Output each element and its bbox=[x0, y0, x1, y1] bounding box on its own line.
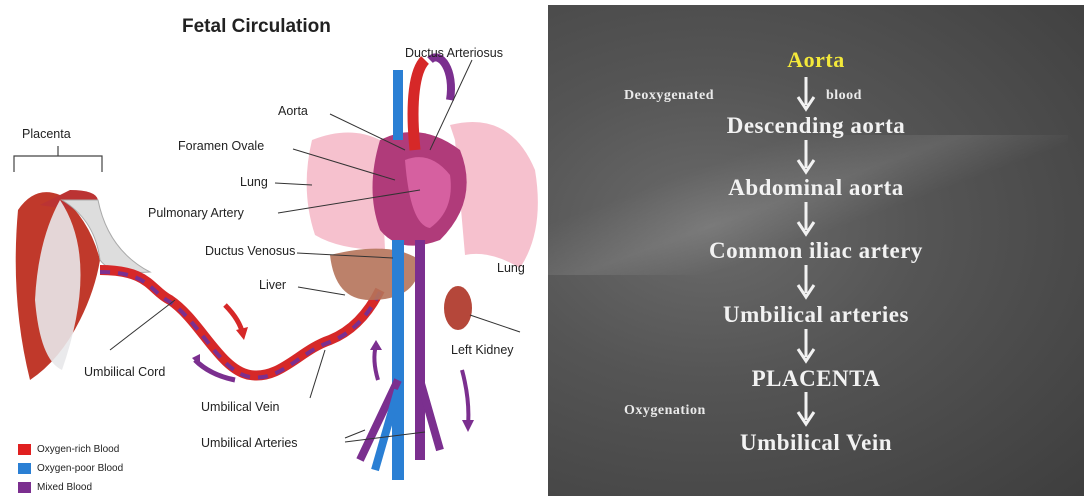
aorta-flow-panel: Aorta Deoxygenated blood Descending aort… bbox=[548, 5, 1084, 496]
step-abdominal-aorta: Abdominal aorta bbox=[548, 175, 1084, 201]
label-ductus-arteriosus: Ductus Arteriosus bbox=[405, 46, 503, 60]
arrow-down-icon bbox=[794, 75, 818, 113]
label-lung-right: Lung bbox=[497, 261, 525, 275]
label-pulmonary-artery: Pulmonary Artery bbox=[148, 206, 244, 220]
label-lung-left: Lung bbox=[240, 175, 268, 189]
note-oxygenation: Oxygenation bbox=[624, 403, 706, 419]
legend-mixed: Mixed Blood bbox=[18, 480, 92, 494]
arrow-down-icon bbox=[794, 138, 818, 176]
diagram-title: Fetal Circulation bbox=[182, 16, 331, 38]
legend-oxygen-rich: Oxygen-rich Blood bbox=[18, 442, 119, 456]
note-blood: blood bbox=[826, 88, 862, 104]
step-common-iliac-artery: Common iliac artery bbox=[548, 238, 1084, 264]
label-umbilical-vein: Umbilical Vein bbox=[201, 400, 280, 414]
legend-swatch-mixed bbox=[18, 482, 31, 493]
legend-swatch-oxygen-rich bbox=[18, 444, 31, 455]
arrow-down-icon bbox=[794, 327, 818, 365]
arrow-down-icon bbox=[794, 390, 818, 428]
arrow-down-icon bbox=[794, 200, 818, 238]
legend-label-oxygen-rich: Oxygen-rich Blood bbox=[37, 444, 119, 455]
arrow-down-icon bbox=[794, 263, 818, 301]
step-umbilical-vein: Umbilical Vein bbox=[548, 430, 1084, 456]
label-umbilical-arteries: Umbilical Arteries bbox=[201, 436, 298, 450]
legend-swatch-oxygen-poor bbox=[18, 463, 31, 474]
label-liver: Liver bbox=[259, 278, 286, 292]
legend-oxygen-poor: Oxygen-poor Blood bbox=[18, 461, 123, 475]
label-ductus-venosus: Ductus Venosus bbox=[205, 244, 295, 258]
label-aorta: Aorta bbox=[278, 104, 308, 118]
step-descending-aorta: Descending aorta bbox=[548, 113, 1084, 139]
label-placenta: Placenta bbox=[22, 127, 71, 141]
legend-label-mixed: Mixed Blood bbox=[37, 482, 92, 493]
label-foramen-ovale: Foramen Ovale bbox=[178, 139, 264, 153]
step-aorta: Aorta bbox=[548, 47, 1084, 73]
step-placenta: PLACENTA bbox=[548, 366, 1084, 392]
label-left-kidney: Left Kidney bbox=[451, 343, 514, 357]
fetal-circulation-diagram: Fetal Circulation Placenta Ductus Arteri… bbox=[0, 0, 548, 501]
legend-label-oxygen-poor: Oxygen-poor Blood bbox=[37, 463, 123, 474]
note-deoxygenated: Deoxygenated bbox=[624, 88, 714, 104]
label-umbilical-cord: Umbilical Cord bbox=[84, 365, 165, 379]
step-umbilical-arteries: Umbilical arteries bbox=[548, 302, 1084, 328]
